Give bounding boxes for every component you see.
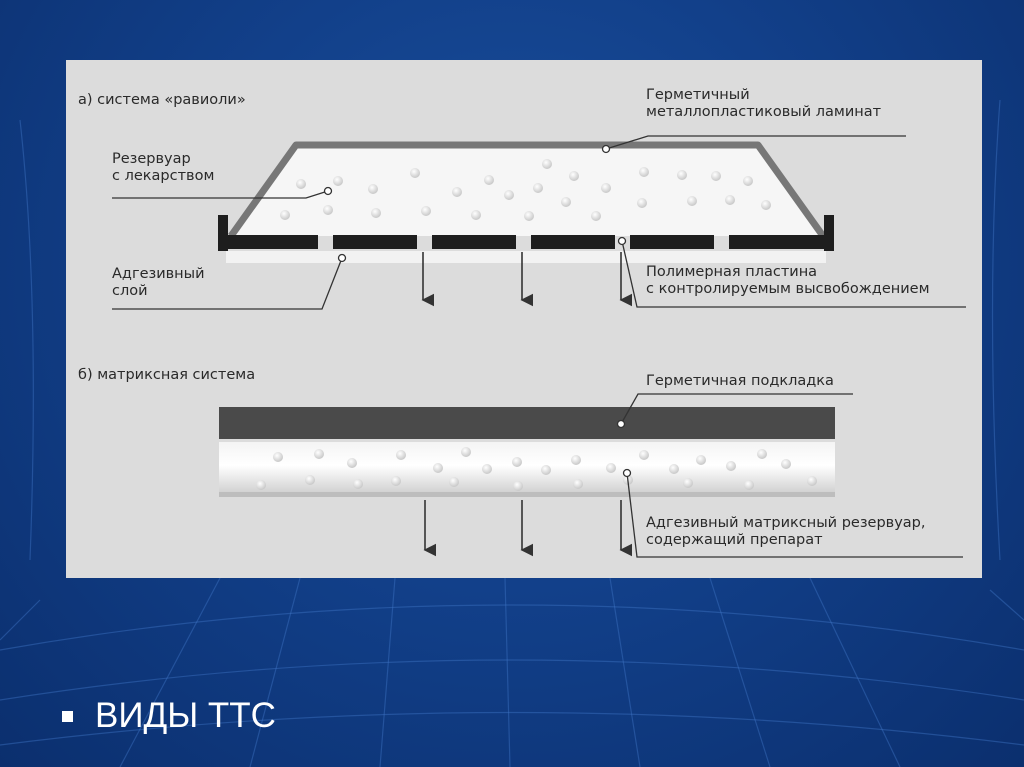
slide-title: ВИДЫ ТТС — [95, 696, 276, 735]
bullet-icon — [62, 710, 73, 722]
ravioli-caption: а) система «равиоли» — [78, 92, 246, 108]
matrix-label: Адгезивный матриксный резервуар, содержа… — [646, 515, 926, 548]
adhesive-layer — [226, 251, 826, 263]
release-membrane — [218, 235, 834, 249]
drug-particles-b — [256, 447, 817, 491]
matrix-system — [219, 393, 963, 558]
ravioli-system — [112, 135, 966, 310]
membrane-label: Полимерная пластина с контролируемым выс… — [646, 264, 930, 297]
matrix-reservoir — [219, 442, 835, 494]
laminate-edge-left — [218, 215, 228, 251]
laminate-label: Герметичный металлопластиковый ламинат — [646, 87, 882, 120]
reservoir-label: Резервуар с лекарством — [112, 151, 215, 184]
tts-diagram — [112, 135, 966, 558]
slide-title-row: ВИДЫ ТТС — [62, 696, 276, 736]
matrix-caption: б) матриксная система — [78, 367, 256, 383]
drug-particles-a — [280, 159, 771, 221]
laminate-edge-right — [824, 215, 834, 251]
adhesive-label: Адгезивный слой — [112, 266, 205, 299]
metal-plastic-laminate — [228, 141, 826, 239]
diagram-panel: а) система «равиоли» Герметичный металло… — [66, 60, 982, 578]
backing-label: Герметичная подкладка — [646, 373, 834, 389]
drug-reservoir — [234, 148, 820, 236]
occlusive-backing — [219, 407, 835, 439]
